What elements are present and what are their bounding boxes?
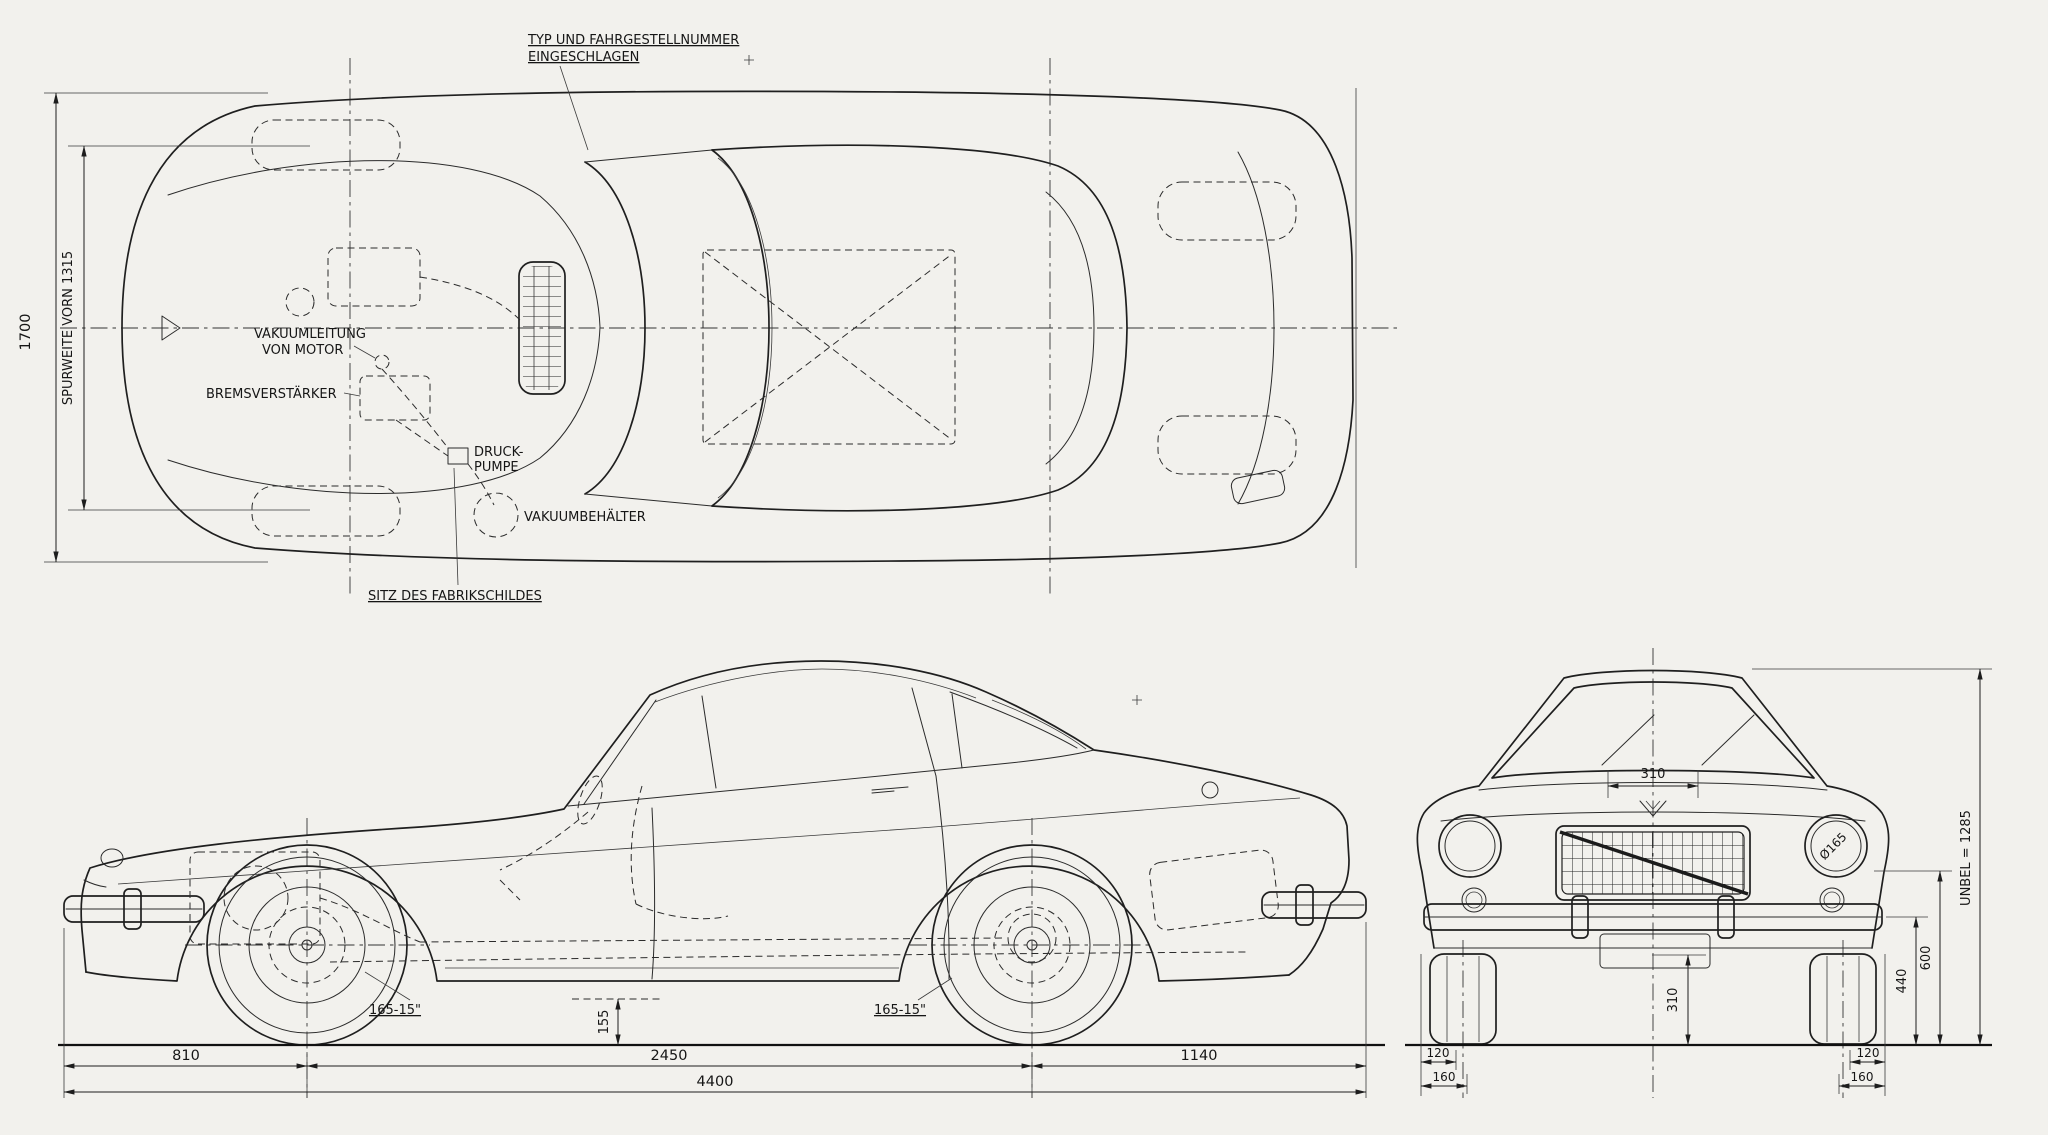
label-von-motor: VON MOTOR <box>262 343 343 358</box>
dim-wheelbase: 2450 <box>651 1048 688 1064</box>
label-druck: DRUCK- <box>474 445 524 460</box>
top-view-hidden-details <box>251 119 1297 538</box>
top-view-annotations: TYP UND FAHRGESTELLNUMMER EINGESCHLAGEN … <box>206 33 754 604</box>
dim-overall-width: 1700 <box>18 314 34 351</box>
label-vakuumleitung: VAKUUMLEITUNG <box>254 327 366 342</box>
front-view-body <box>1416 669 1890 1045</box>
dim-overall-length: 4400 <box>697 1074 734 1090</box>
dim-tire-rear: 165-15" <box>874 1003 926 1018</box>
label-pumpe: PUMPE <box>474 460 519 475</box>
dim-160-right: 160 <box>1851 1070 1874 1084</box>
label-headlamp-diameter: Ø165 <box>1817 830 1850 863</box>
dim-front-overhang: 810 <box>172 1048 200 1064</box>
top-view-centerlines <box>60 58 1400 598</box>
front-view: 310 310 440 600 UNBEL = 1285 120 160 <box>1405 648 1992 1098</box>
dim-tire-front: 165-15" <box>369 1003 421 1018</box>
top-view-body <box>121 90 1354 563</box>
dim-ground-clearance: 155 <box>597 1010 612 1035</box>
dim-310-upper: 310 <box>1641 767 1666 782</box>
dim-unbel-1285: UNBEL = 1285 <box>1959 810 1974 906</box>
label-spurweite-vorn: SPURWEITE VORN 1315 <box>61 251 76 405</box>
side-view: 810 2450 1140 4400 155 165-15" 165-15" <box>58 660 1385 1098</box>
side-view-hidden-details <box>189 775 1279 1000</box>
dim-120-right: 120 <box>1857 1046 1880 1060</box>
side-view-body <box>63 660 1367 982</box>
label-sitz-des-fabrikschildes: SITZ DES FABRIKSCHILDES <box>368 589 542 604</box>
side-view-wheels <box>206 844 1133 1046</box>
dim-600: 600 <box>1919 946 1934 971</box>
label-bremsverstaerker: BREMSVERSTÄRKER <box>206 386 337 402</box>
dim-160-left: 160 <box>1433 1070 1456 1084</box>
label-vakuumbehaelter: VAKUUMBEHÄLTER <box>524 509 646 525</box>
side-view-centerlines <box>185 695 1154 1098</box>
dim-310-lower: 310 <box>1666 988 1681 1013</box>
top-view: 1700 SPURWEITE VORN 1315 TYP UND FAHRGES… <box>18 33 1400 604</box>
front-view-dimensions: 310 310 440 600 UNBEL = 1285 120 160 <box>1420 668 1992 1096</box>
top-view-dimensions: 1700 SPURWEITE VORN 1315 <box>18 92 310 563</box>
label-eingeschlagen: EINGESCHLAGEN <box>528 50 639 65</box>
dim-120-left: 120 <box>1427 1046 1450 1060</box>
dim-rear-overhang: 1140 <box>1181 1048 1218 1064</box>
dim-440: 440 <box>1895 969 1910 994</box>
side-view-dimensions: 810 2450 1140 4400 155 165-15" 165-15" <box>63 922 1367 1098</box>
label-typ-fahrgestellnummer: TYP UND FAHRGESTELLNUMMER <box>527 33 739 48</box>
